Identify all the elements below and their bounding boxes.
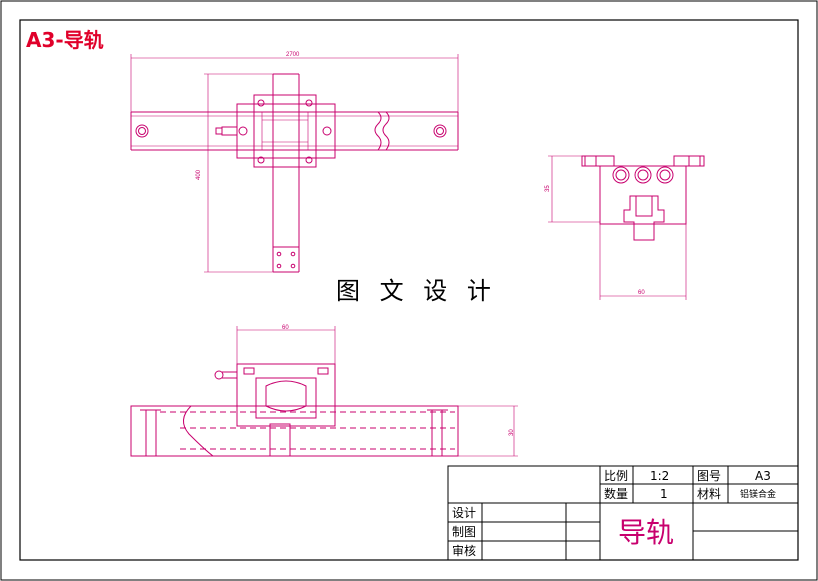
scale-label: 比例 [604, 469, 628, 483]
watermark-text: 图 文 设 计 [336, 277, 497, 305]
material-label: 材料 [697, 487, 721, 501]
design-label: 设计 [452, 506, 476, 520]
drawing-title: A3-导轨 [26, 28, 104, 52]
section-view: 60 30 [130, 325, 518, 457]
drafting-label: 制图 [452, 525, 476, 539]
top-view: 2700 400 [130, 52, 459, 273]
title-block: 比例 1:2 图号 A3 数量 1 材料 铝镁合金 设计 制图 审核 导轨 [447, 465, 799, 561]
dim-section-width: 60 [282, 325, 289, 331]
dim-section-height: 30 [509, 429, 515, 436]
drawing-no-value: A3 [755, 469, 771, 483]
scale-value: 1:2 [650, 469, 669, 483]
drawing-no-label: 图号 [697, 469, 721, 483]
inner-border [19, 19, 799, 561]
part-name: 导轨 [618, 516, 674, 549]
material-value: 铝镁合金 [740, 488, 776, 500]
side-view: 35 60 [545, 155, 705, 300]
dim-top-height: 400 [196, 169, 202, 180]
dim-side-height: 35 [545, 185, 551, 192]
quantity-value: 1 [660, 487, 668, 501]
quantity-label: 数量 [604, 486, 628, 501]
dim-top-width: 2700 [286, 52, 300, 58]
review-label: 审核 [452, 543, 476, 558]
dim-side-width: 60 [638, 290, 645, 296]
